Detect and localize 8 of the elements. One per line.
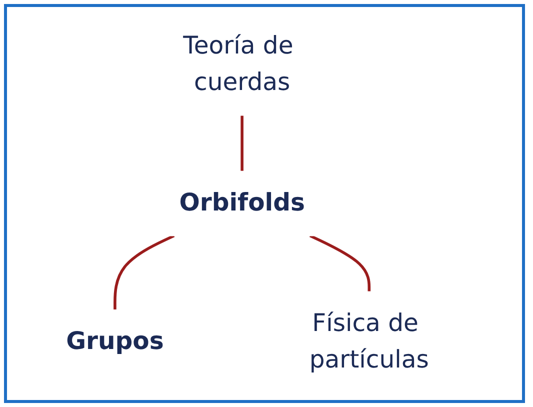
connector	[114, 234, 175, 310]
connector	[310, 234, 371, 292]
frame-border: Teoría de cuerdas Orbifolds Grupos Física de partículas	[4, 4, 525, 403]
node-text: Teoría de cuerdas	[183, 32, 294, 97]
node-text: Orbifolds	[179, 189, 306, 218]
node-text: Física de partículas	[310, 309, 430, 374]
connector	[240, 115, 244, 172]
node-text: Grupos	[66, 328, 164, 356]
